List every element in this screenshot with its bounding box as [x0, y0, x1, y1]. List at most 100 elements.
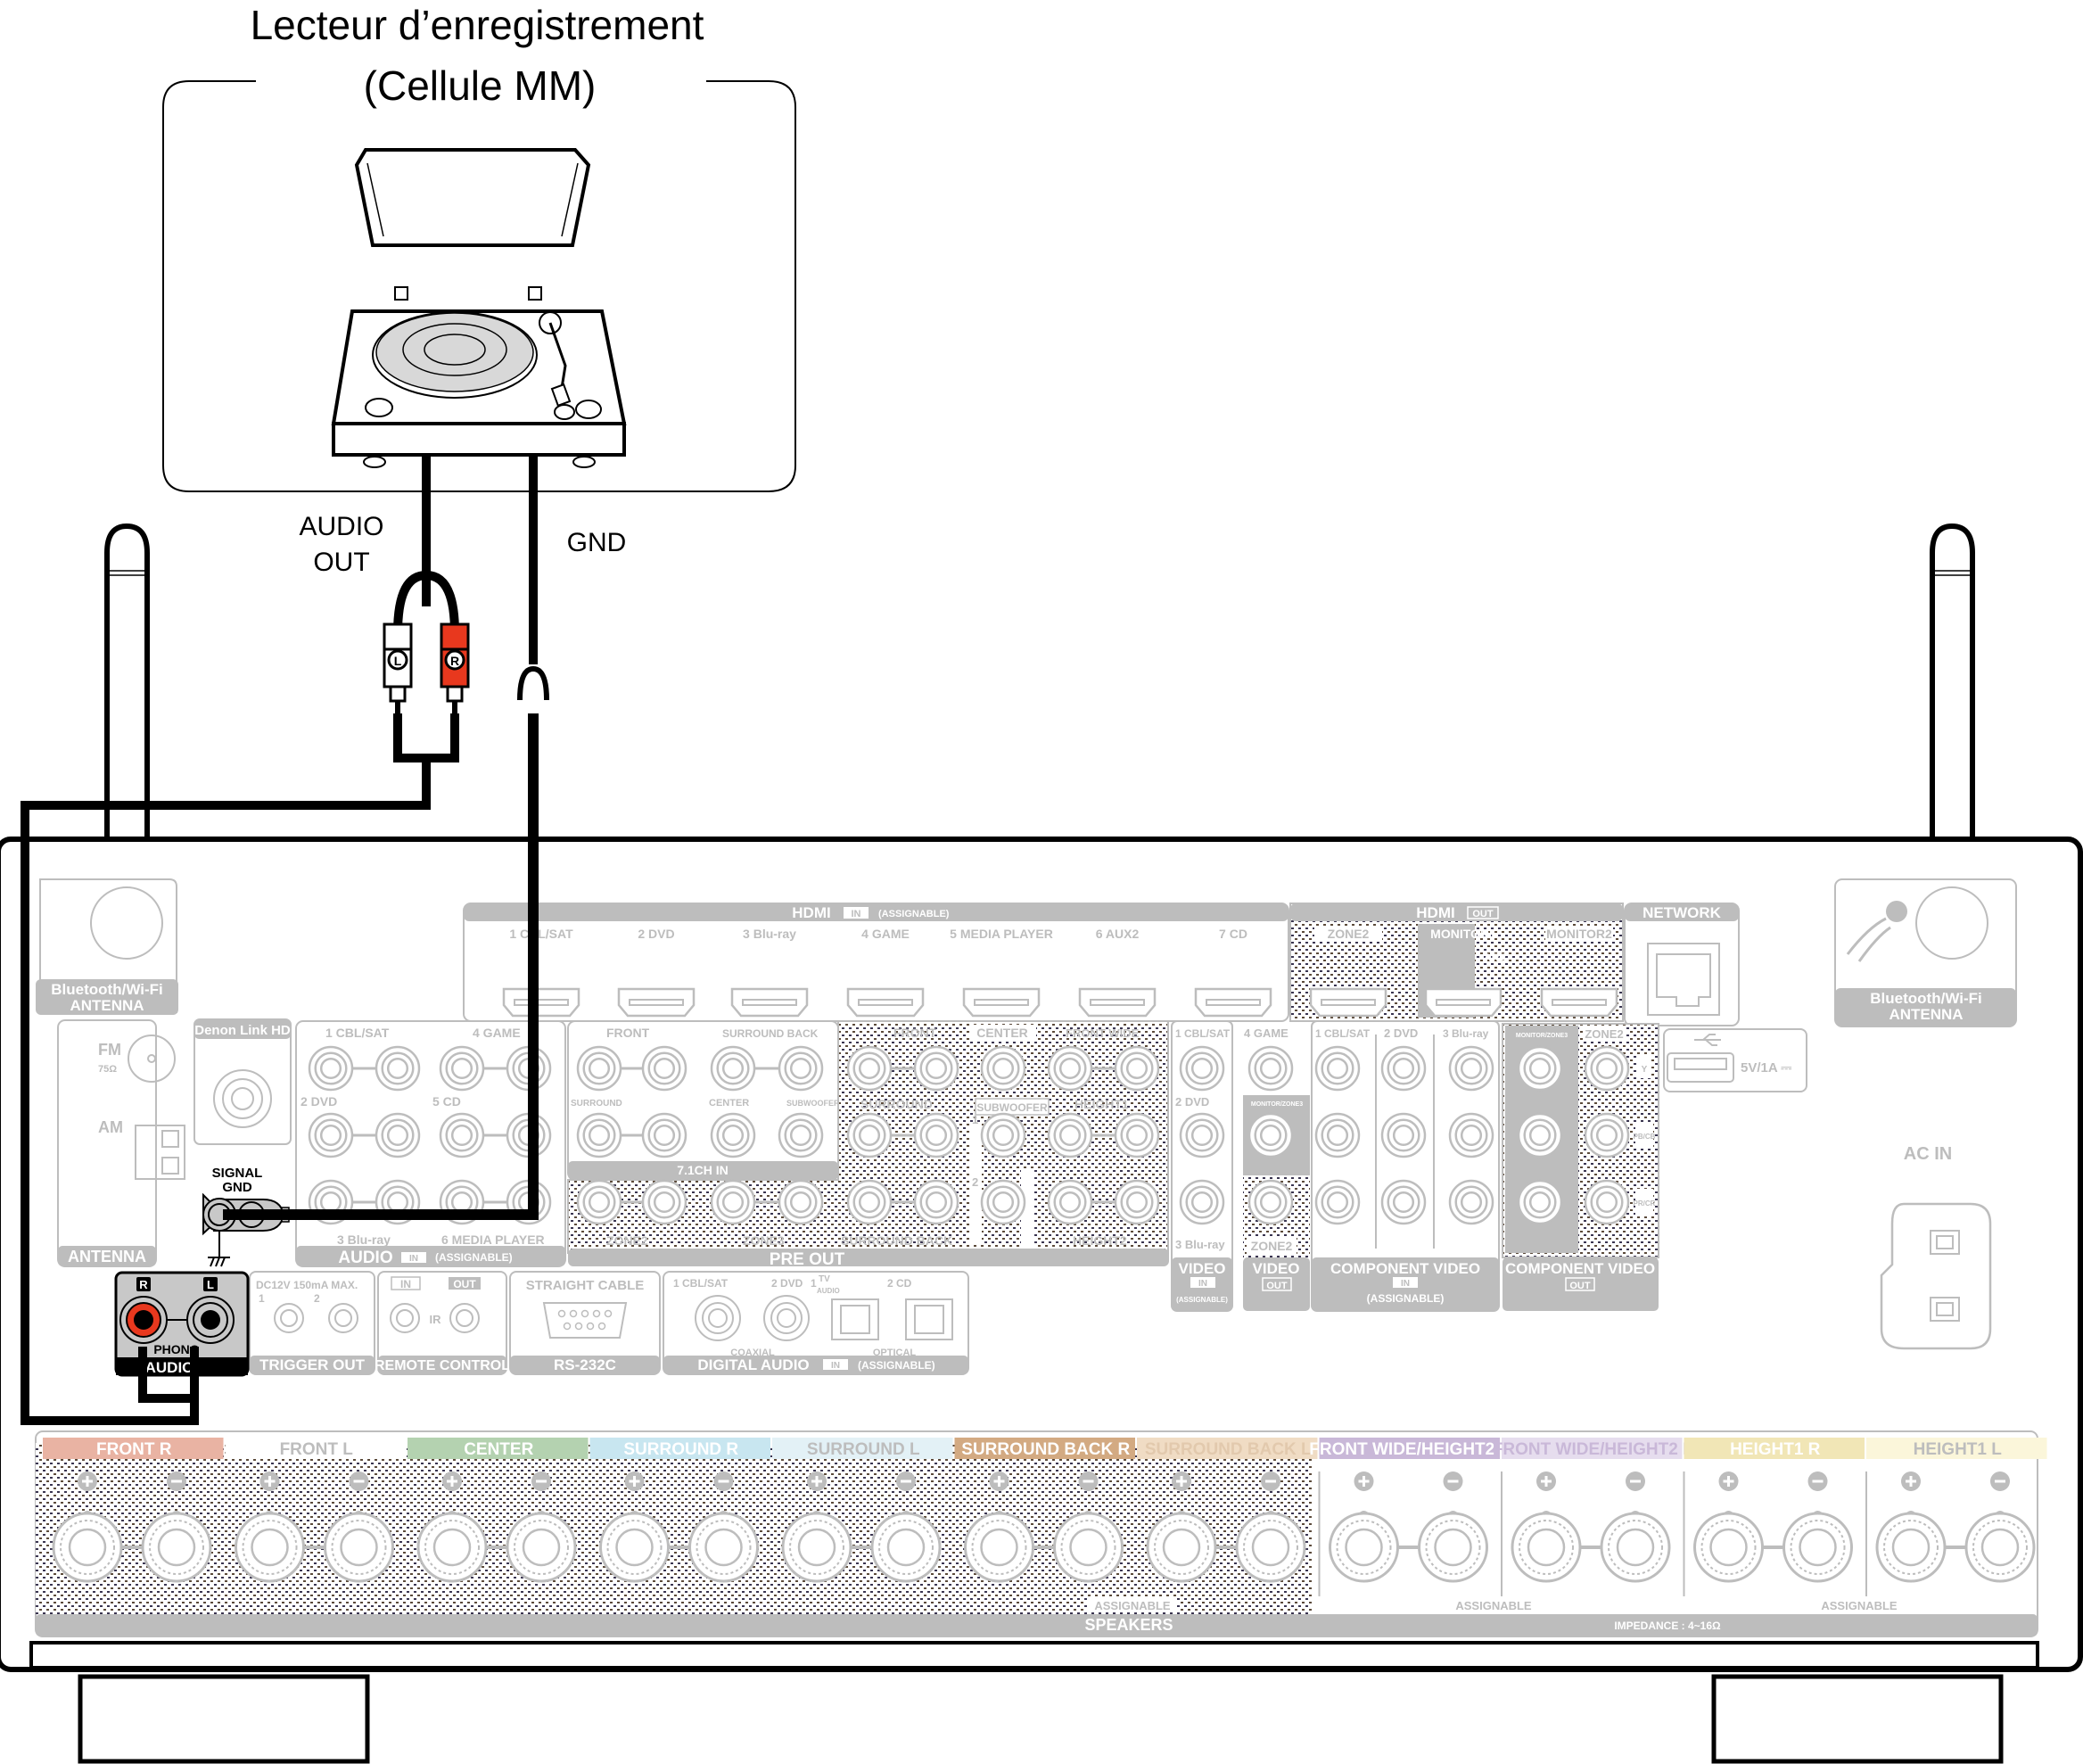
hdmi-out-port[interactable]: [1424, 987, 1503, 1018]
am-connector[interactable]: [135, 1125, 185, 1180]
component-in-jack[interactable]: [1380, 1045, 1427, 1092]
component-out-jack[interactable]: [1517, 1045, 1563, 1092]
pre-out-jack[interactable]: [846, 1112, 893, 1158]
audio-in-jack[interactable]: [308, 1045, 354, 1092]
component-in-jack[interactable]: [1314, 1112, 1361, 1158]
hdmi-out-port[interactable]: [1309, 987, 1387, 1018]
component-out-jack[interactable]: [1584, 1179, 1630, 1225]
fm-connector[interactable]: [128, 1034, 176, 1083]
ch71-in-jack[interactable]: [576, 1045, 622, 1092]
network-port[interactable]: NETWORK: [1624, 903, 1740, 1026]
pre-out-zone-jack[interactable]: [641, 1179, 687, 1225]
ch71-in-jack[interactable]: [641, 1112, 687, 1158]
pre-out-jack[interactable]: [846, 1179, 893, 1225]
speaker-terminal-minus[interactable]: [1964, 1471, 2036, 1583]
video-in-jack[interactable]: [1179, 1045, 1225, 1092]
ir-in-jack[interactable]: [390, 1303, 420, 1333]
speaker-terminal-minus[interactable]: [1782, 1471, 1853, 1583]
pre-out-jack[interactable]: [846, 1045, 893, 1092]
pre-out-jack[interactable]: [1047, 1112, 1093, 1158]
speaker-terminal-minus[interactable]: [1053, 1471, 1124, 1583]
ch71-in-jack[interactable]: [641, 1045, 687, 1092]
component-in-jack[interactable]: [1380, 1179, 1427, 1225]
component-in-jack[interactable]: [1448, 1112, 1494, 1158]
coaxial-jack-2[interactable]: [763, 1295, 810, 1341]
component-in-jack[interactable]: [1314, 1179, 1361, 1225]
pre-out-zone-jack[interactable]: [710, 1179, 756, 1225]
component-out-jack[interactable]: [1584, 1112, 1630, 1158]
optical-jack-1[interactable]: [831, 1298, 879, 1340]
pre-out-zone-jack[interactable]: [778, 1179, 824, 1225]
audio-in-jack[interactable]: [375, 1045, 421, 1092]
speaker-terminal-minus[interactable]: [141, 1471, 212, 1583]
hdmi-in-port[interactable]: [1078, 987, 1157, 1018]
pre-out-jack[interactable]: [980, 1112, 1026, 1158]
speaker-terminal-plus[interactable]: [235, 1471, 305, 1583]
speaker-terminal-plus[interactable]: [1511, 1471, 1582, 1583]
coaxial-jack-1[interactable]: [695, 1295, 741, 1341]
component-in-jack[interactable]: [1314, 1045, 1361, 1092]
speaker-terminal-minus[interactable]: [1600, 1471, 1671, 1583]
hdmi-in-port[interactable]: [1194, 987, 1272, 1018]
video-in-jack[interactable]: [1247, 1045, 1294, 1092]
audio-in-jack[interactable]: [375, 1112, 421, 1158]
hdmi-in-port[interactable]: [730, 987, 809, 1018]
speaker-terminal-plus[interactable]: [1875, 1471, 1947, 1583]
ch71-in-jack[interactable]: [576, 1112, 622, 1158]
ch71-in-jack[interactable]: [778, 1045, 824, 1092]
rs232c-port[interactable]: [542, 1302, 628, 1339]
speaker-terminal-minus[interactable]: [1418, 1471, 1488, 1583]
speaker-terminal-minus[interactable]: [870, 1471, 942, 1583]
pre-out-jack[interactable]: [1114, 1179, 1160, 1225]
video-in-jack[interactable]: [1179, 1179, 1225, 1225]
speaker-terminal-plus[interactable]: [1329, 1471, 1399, 1583]
speaker-terminal-minus[interactable]: [324, 1471, 394, 1583]
pre-out-jack[interactable]: [1047, 1179, 1093, 1225]
audio-in-jack[interactable]: [439, 1045, 485, 1092]
pre-out-jack[interactable]: [913, 1045, 959, 1092]
trigger-jack-1[interactable]: [274, 1303, 304, 1333]
video-in-jack[interactable]: [1179, 1112, 1225, 1158]
component-in-jack[interactable]: [1448, 1045, 1494, 1092]
pre-out-jack[interactable]: [1114, 1045, 1160, 1092]
speaker-terminal-minus[interactable]: [1235, 1471, 1306, 1583]
speaker-terminal-plus[interactable]: [599, 1471, 670, 1583]
pre-out-zone-jack[interactable]: [576, 1179, 622, 1225]
denon-link-hd-port[interactable]: Denon Link HD: [193, 1018, 292, 1145]
pre-out-jack[interactable]: [913, 1179, 959, 1225]
pre-out-jack[interactable]: [980, 1179, 1026, 1225]
pre-out-jack[interactable]: [1047, 1045, 1093, 1092]
hdmi-in-port[interactable]: [846, 987, 925, 1018]
video-out-jack[interactable]: [1247, 1179, 1294, 1225]
bt-antenna-right-terminal[interactable]: Bluetooth/Wi-Fi ANTENNA: [1834, 878, 2017, 1027]
speaker-terminal-plus[interactable]: [416, 1471, 488, 1583]
ir-out-jack[interactable]: [449, 1303, 480, 1333]
ac-in-socket[interactable]: AC IN: [1880, 1144, 1992, 1350]
phono-jack-r[interactable]: [119, 1296, 168, 1344]
speaker-terminal-plus[interactable]: [964, 1471, 1034, 1583]
speaker-terminal-minus[interactable]: [688, 1471, 759, 1583]
optical-jack-2[interactable]: [905, 1298, 953, 1340]
speaker-terminal-plus[interactable]: [781, 1471, 852, 1583]
audio-in-jack[interactable]: [439, 1112, 485, 1158]
component-out-jack[interactable]: [1584, 1045, 1630, 1092]
ch71-in-jack[interactable]: [710, 1045, 756, 1092]
ch71-in-jack[interactable]: [710, 1112, 756, 1158]
bt-antenna-left-terminal[interactable]: Bluetooth/Wi-Fi ANTENNA: [36, 878, 178, 1015]
audio-in-jack[interactable]: [308, 1112, 354, 1158]
component-out-jack[interactable]: [1517, 1179, 1563, 1225]
hdmi-in-port[interactable]: [962, 987, 1041, 1018]
component-in-jack[interactable]: [1448, 1179, 1494, 1225]
pre-out-jack[interactable]: [1114, 1112, 1160, 1158]
speaker-terminal-minus[interactable]: [506, 1471, 577, 1583]
trigger-jack-2[interactable]: [328, 1303, 358, 1333]
component-in-jack[interactable]: [1380, 1112, 1427, 1158]
hdmi-out-port[interactable]: [1540, 987, 1618, 1018]
phono-jack-l[interactable]: [186, 1296, 235, 1344]
phono-input[interactable]: R L PHONO AUDIO: [114, 1271, 250, 1377]
pre-out-jack[interactable]: [913, 1112, 959, 1158]
hdmi-in-port[interactable]: [502, 987, 580, 1018]
usb-port[interactable]: 5V/1A ⎓: [1663, 1028, 1807, 1092]
pre-out-jack[interactable]: [980, 1045, 1026, 1092]
ch71-in-jack[interactable]: [778, 1112, 824, 1158]
